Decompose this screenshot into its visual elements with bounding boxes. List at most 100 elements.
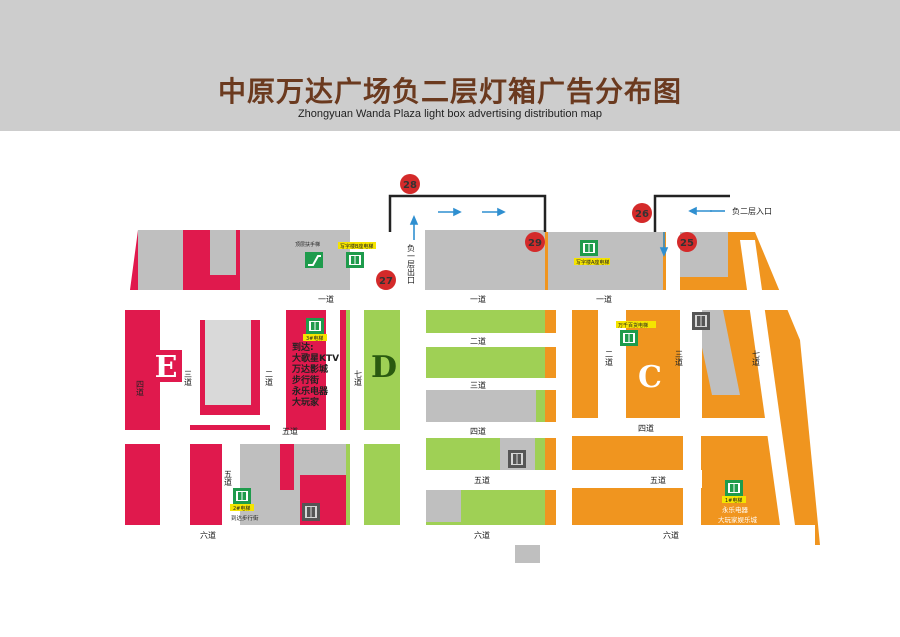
corridor-e-6: 六道 (200, 530, 216, 540)
walkway (105, 290, 795, 310)
zone-d-letter: D (371, 350, 397, 385)
marker-27[interactable] (376, 270, 396, 290)
corridor-d-3: 三道 (470, 380, 486, 390)
marker-27-label: 27 (379, 276, 393, 287)
walkway (426, 378, 556, 390)
zone-c-letter: C (638, 360, 662, 395)
walkway (190, 310, 270, 425)
service-area (426, 390, 536, 422)
escalator-icon (305, 252, 323, 268)
corridor-c-6: 六道 (663, 530, 679, 540)
facility-escalator: 顶层扶手梯 (295, 241, 323, 268)
corridors (105, 232, 815, 545)
elevator-icon (725, 480, 743, 496)
walkway (350, 310, 364, 525)
service-area (240, 230, 350, 276)
walkway (270, 310, 286, 430)
walkway (598, 310, 626, 420)
corridor-c-3: 三道 (675, 350, 684, 367)
walkway (426, 333, 556, 347)
elevator-c-top-label: 写字楼A座电梯 (576, 259, 609, 266)
corridor-d-2: 二道 (470, 336, 486, 346)
destination-item: 大玩家 (292, 396, 320, 408)
corridor-d-1: 一道 (470, 294, 486, 304)
facility-elevator-c-mid: 万千百货电梯 (616, 321, 656, 346)
facility-elevator-c-top: 写字楼A座电梯 (574, 240, 610, 266)
corridor-c-2: 二道 (605, 350, 614, 367)
elevator-c-mid-label: 万千百货电梯 (618, 322, 648, 329)
walkway (426, 422, 556, 438)
marker-26[interactable] (632, 203, 652, 223)
shop-block (280, 440, 294, 490)
service-lift-icon (508, 450, 526, 468)
service-area (138, 230, 183, 290)
entry-b2-label: 负二层入口 (732, 206, 772, 216)
elevator-icon (580, 240, 598, 256)
corridor-e-5: 五道 (282, 426, 298, 436)
service-lift-icon (302, 503, 320, 521)
zone-letters: E D C (150, 350, 662, 395)
corridor-e-4: 四道 (136, 380, 145, 397)
marker-29[interactable] (525, 232, 545, 252)
escalator-label: 顶层扶手梯 (295, 241, 320, 248)
destination-item: 万达影城 (291, 363, 328, 375)
marker-26-label: 26 (635, 209, 649, 220)
entrance-outline (388, 194, 730, 232)
elevator-icon (233, 488, 251, 504)
walkway (105, 290, 125, 545)
elevator-1-destination: 大玩家娱乐城 (718, 515, 758, 524)
corridor-e-7: 七道 (354, 370, 363, 387)
walkway (160, 310, 190, 525)
corridor-e-2: 二道 (265, 370, 274, 387)
service-area (210, 230, 236, 275)
corridor-d-4: 四道 (470, 426, 486, 436)
arrive-label: 到达: (292, 341, 314, 353)
facility-elevator-2: 2#电梯 到达步行街 (230, 488, 259, 522)
inner-block (205, 320, 251, 405)
elevator-icon (306, 318, 324, 334)
destination-item: 大歌星KTV (292, 352, 339, 364)
service-area (515, 545, 540, 563)
service-lift-icon (692, 312, 710, 330)
walkway (105, 525, 815, 545)
walkway (572, 418, 772, 436)
marker-25-label: 25 (680, 238, 694, 249)
destination-item: 步行街 (292, 374, 319, 386)
facility-elevator-1: 1#电梯 永乐电器 大玩家娱乐城 (718, 480, 758, 524)
walkway (680, 310, 702, 420)
walkway (683, 436, 701, 526)
marker-28[interactable] (400, 174, 420, 194)
elevator-2-tag: 2#电梯 (233, 505, 250, 512)
corridor-d-6: 六道 (474, 530, 490, 540)
marker-25[interactable] (677, 232, 697, 252)
corridor-c-1: 一道 (596, 294, 612, 304)
elevator-e-top-label: 写字楼B座电梯 (340, 243, 373, 250)
walkway (125, 430, 400, 444)
corridor-e-3: 三道 (184, 370, 193, 387)
marker-29-label: 29 (528, 238, 542, 249)
walkway (740, 240, 795, 525)
facility-elevator-3: 3#电梯 到达: 大歌星KTV 万达影城 步行街 永乐电器 大玩家 (291, 318, 339, 408)
destination-item: 永乐电器 (291, 385, 329, 397)
ad-markers: 25 26 27 28 29 (376, 174, 697, 290)
facility-elevator-e-top: 写字楼B座电梯 (338, 242, 376, 268)
page-title: 中原万达广场负二层灯箱广告分布图 (217, 75, 682, 108)
zone-e-letter: E (155, 350, 178, 385)
elevator-2-destination: 到达步行街 (231, 514, 259, 522)
corridor-c-7: 七道 (752, 350, 761, 367)
walkway (426, 470, 556, 490)
walkway (666, 232, 680, 292)
elevator-icon (346, 252, 364, 268)
zone-d (346, 230, 545, 563)
corridor-e-1: 一道 (318, 294, 334, 304)
elevator-icon (620, 330, 638, 346)
elevator-1-destination: 永乐电器 (722, 505, 749, 514)
service-area (425, 230, 545, 290)
page-subtitle: Zhongyuan Wanda Plaza light box advertis… (297, 108, 603, 120)
walkway (400, 232, 425, 292)
service-area (426, 490, 461, 522)
corridor-d-5: 五道 (474, 475, 490, 485)
elevator-1-tag: 1#电梯 (725, 497, 742, 504)
corridor-c-4: 四道 (638, 423, 654, 433)
